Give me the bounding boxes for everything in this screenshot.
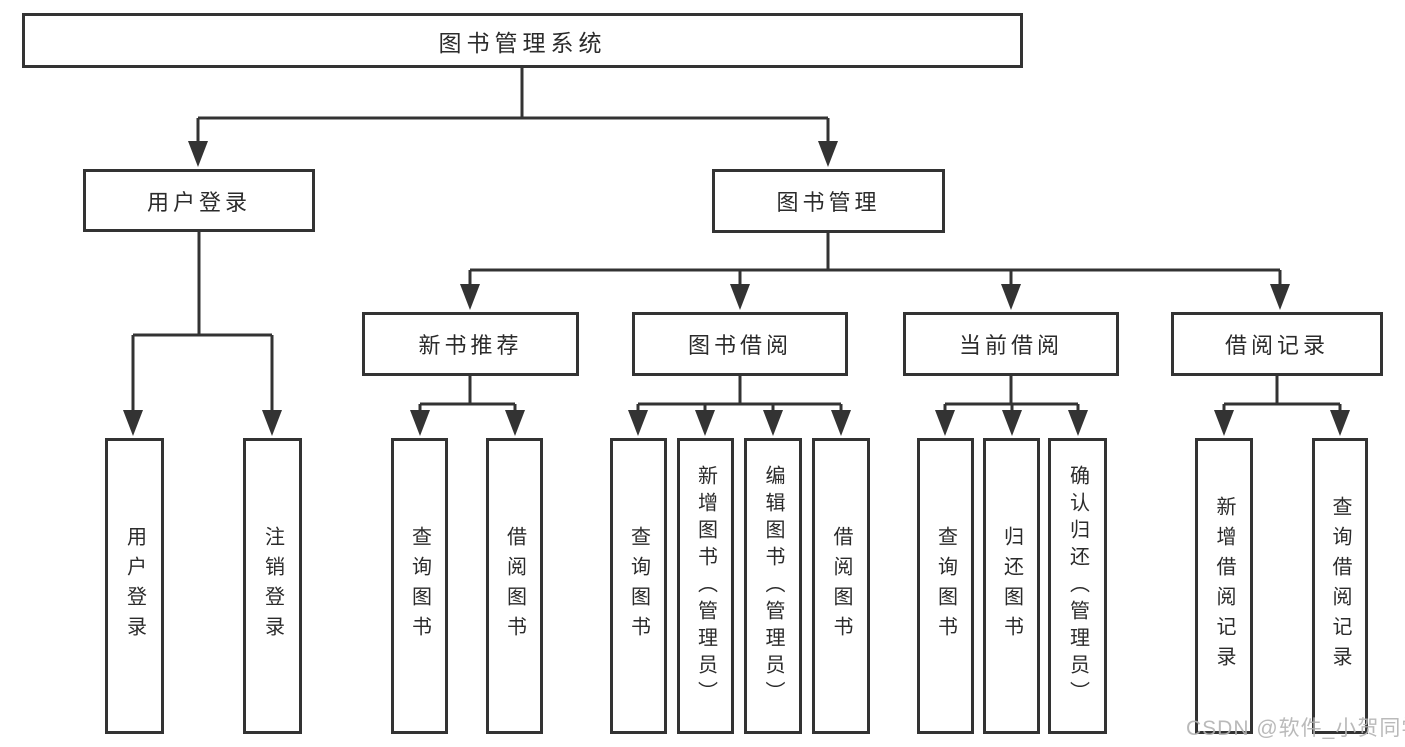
node-book-borrow: 图书借阅 [632, 312, 848, 376]
node-book-management: 图书管理 [712, 169, 945, 233]
node-new-book-recommend: 新书推荐 [362, 312, 579, 376]
leaf-user-login-label: 用户登录 [123, 526, 146, 646]
node-user-login-label: 用户登录 [146, 189, 251, 215]
leaf-borrow-books-2-label: 借阅图书 [830, 526, 852, 646]
leaf-edit-books-label: 编辑图书（管理员） [762, 464, 784, 708]
leaf-confirm-return: 确认归还（管理员） [1048, 438, 1107, 734]
leaf-logout: 注销登录 [243, 438, 302, 734]
node-current-borrow: 当前借阅 [903, 312, 1119, 376]
leaf-query-borrow-record: 查询借阅记录 [1312, 438, 1368, 734]
leaf-confirm-return-label: 确认归还（管理员） [1066, 464, 1089, 708]
leaf-borrow-books-1-label: 借阅图书 [503, 526, 526, 646]
leaf-user-login: 用户登录 [105, 438, 164, 734]
watermark: CSDN @软件_小贺同学 [1186, 717, 1405, 740]
leaf-return-books-label: 归还图书 [1000, 526, 1023, 646]
leaf-add-books-label: 新增图书（管理员） [694, 464, 717, 708]
leaf-return-books: 归还图书 [983, 438, 1040, 734]
leaf-query-books-1: 查询图书 [391, 438, 448, 734]
leaf-add-borrow-record: 新增借阅记录 [1195, 438, 1253, 734]
leaf-query-borrow-record-label: 查询借阅记录 [1329, 496, 1351, 676]
node-new-book-recommend-label: 新书推荐 [418, 333, 523, 358]
leaf-borrow-books-2: 借阅图书 [812, 438, 870, 734]
leaf-query-books-1-label: 查询图书 [408, 526, 431, 646]
node-root-label: 图书管理系统 [438, 29, 607, 56]
node-book-management-label: 图书管理 [776, 190, 881, 215]
node-borrow-records: 借阅记录 [1171, 312, 1383, 376]
leaf-logout-label: 注销登录 [261, 526, 284, 646]
node-root: 图书管理系统 [22, 13, 1023, 68]
leaf-add-books: 新增图书（管理员） [677, 438, 734, 734]
leaf-query-books-3: 查询图书 [917, 438, 974, 734]
node-current-borrow-label: 当前借阅 [958, 333, 1063, 358]
node-borrow-records-label: 借阅记录 [1224, 333, 1329, 358]
node-user-login: 用户登录 [83, 169, 315, 232]
leaf-query-books-3-label: 查询图书 [934, 526, 957, 646]
leaf-query-books-2: 查询图书 [610, 438, 667, 734]
node-book-borrow-label: 图书借阅 [687, 333, 792, 358]
arrowheads [123, 141, 1350, 436]
leaf-add-borrow-record-label: 新增借阅记录 [1213, 496, 1235, 676]
leaf-query-books-2-label: 查询图书 [627, 526, 650, 646]
leaf-edit-books: 编辑图书（管理员） [744, 438, 802, 734]
leaf-borrow-books-1: 借阅图书 [486, 438, 543, 734]
